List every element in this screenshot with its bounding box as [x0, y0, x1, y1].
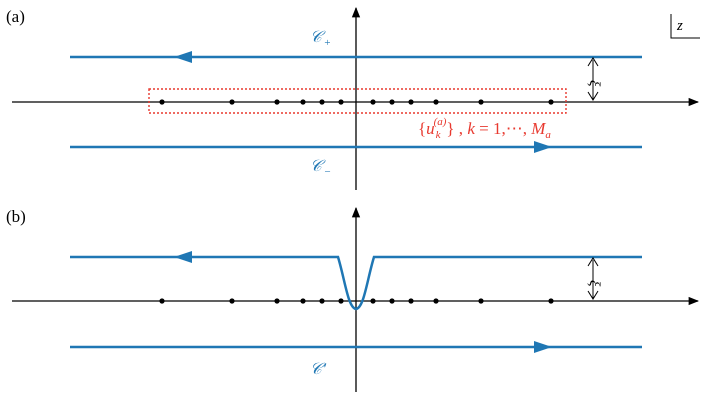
pole-b-point [548, 298, 554, 304]
poles-a [159, 99, 554, 105]
pole-b-point [408, 298, 414, 304]
lower-contour-a-arrow [534, 141, 552, 153]
pole-a-point [338, 99, 344, 105]
pole-a-point [548, 99, 554, 105]
panel-a-label: (a) [6, 7, 25, 26]
pole-b-point [370, 298, 376, 304]
pole-a-point [433, 99, 439, 105]
pole-b-point [478, 298, 484, 304]
gap-label-a: ξ [586, 80, 602, 87]
gap-marker-a: ξ [586, 57, 602, 101]
pole-b-point [389, 298, 395, 304]
pole-a-point [159, 99, 165, 105]
pole-highlight-box [148, 88, 567, 114]
poles-b [159, 298, 554, 304]
pole-a-point [319, 99, 325, 105]
plane-label: z [676, 18, 683, 34]
gap-label-b: ξ [586, 280, 602, 287]
pole-b-point [159, 298, 165, 304]
pole-a-point [478, 99, 484, 105]
pole-b-point [229, 298, 235, 304]
pole-b-point [338, 298, 344, 304]
pole-b-point [433, 298, 439, 304]
plane-label-box: z [670, 14, 700, 39]
pole-a-point [229, 99, 235, 105]
pole-b-point [274, 298, 280, 304]
lower-contour-a-label: 𝒞− [310, 158, 331, 178]
pole-a-point [408, 99, 414, 105]
panel-a: (a) z 𝒞+ 𝒞− ξ {uk(a)} , k = 1,⋯, [6, 6, 700, 190]
pole-b-point [319, 298, 325, 304]
lower-contour-b-label: 𝒞′ [310, 361, 327, 378]
pole-a-point [389, 99, 395, 105]
pole-a-point [274, 99, 280, 105]
pole-b-point [300, 298, 306, 304]
upper-contour-a-arrow [174, 51, 192, 63]
pole-a-point [370, 99, 376, 105]
panel-b-label: (b) [6, 207, 26, 226]
upper-contour-a-label: 𝒞+ [310, 29, 331, 49]
pole-annotation: {uk(a)} , k = 1,⋯, Ma [418, 116, 551, 141]
upper-contour-b [70, 255, 642, 311]
panel-b: (b) 𝒞′ ξ [6, 206, 700, 392]
gap-marker-b: ξ [586, 257, 602, 300]
lower-contour-b-arrow [534, 341, 552, 353]
upper-contour-b-arrow [174, 251, 192, 263]
pole-a-point [300, 99, 306, 105]
